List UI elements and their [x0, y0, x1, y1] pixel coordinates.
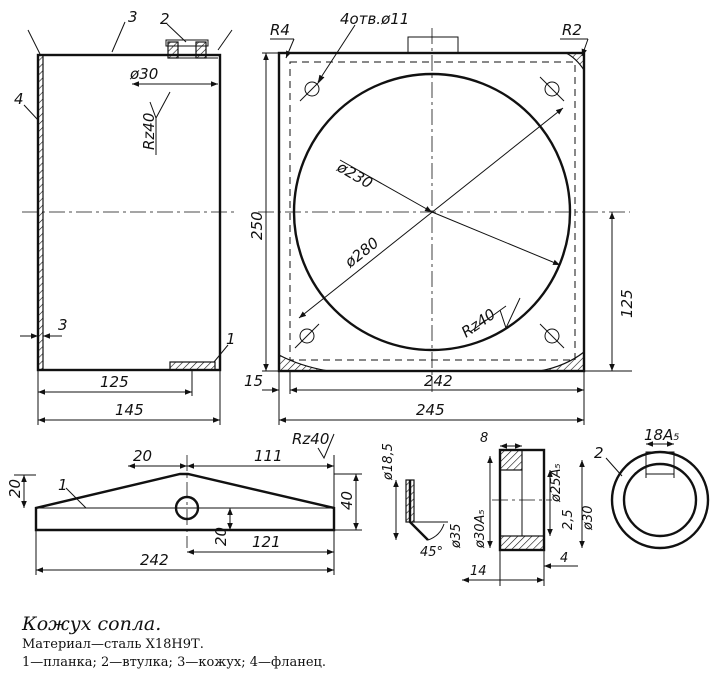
caption-title: Кожух сопла. — [22, 613, 162, 635]
plank-dim-111: 111 — [254, 447, 283, 465]
front-top-lug — [407, 36, 459, 54]
plank-dim-20-top: 20 — [133, 447, 152, 465]
svg-text:Rz40: Rz40 — [140, 113, 158, 150]
callout-3: 3 — [128, 8, 138, 26]
bushing-dim-8: 8 — [480, 431, 488, 446]
bushing-section: 8 ø25A₅ ø30A₅ 2,5 ø30 14 4 — [462, 431, 596, 586]
bushing-dim-2-5: 2,5 — [561, 509, 576, 530]
caption-material: Материал—сталь Х18Н9Т. — [22, 637, 204, 652]
plank-dim-40: 40 — [338, 491, 356, 510]
end-view-d18a5: 18A₅ — [644, 426, 679, 444]
plank-dim-20-mid: 20 — [212, 527, 230, 546]
front-d280: ø280 — [341, 234, 383, 272]
front-corner-hatch-bl — [278, 354, 329, 372]
side-top-bushing — [165, 39, 218, 59]
bushing-dim-4: 4 — [560, 551, 568, 566]
callout-1-side: 1 — [226, 330, 236, 348]
front-dim-125: 125 — [618, 289, 636, 318]
svg-text:Rz40: Rz40 — [292, 430, 329, 448]
side-dim-d30: ø30 — [129, 65, 158, 83]
bushing-d25a5: ø25A₅ — [549, 463, 564, 503]
front-r2: R2 — [562, 21, 582, 39]
side-dim-145: 145 — [115, 401, 144, 419]
front-dim-250: 250 — [248, 211, 266, 240]
detail-d18-5: ø18,5 — [381, 443, 396, 481]
side-view: 3 2 4 1 ø30 Rz40 3 125 145 — [14, 8, 238, 425]
bushing-d30: ø30 — [581, 506, 596, 532]
side-flange-wall — [37, 54, 44, 371]
front-corner-hatch-br — [539, 350, 585, 372]
side-dim-3: 3 — [58, 316, 68, 334]
front-dim-15: 15 — [244, 372, 263, 390]
detail-a45: 45° — [420, 545, 443, 560]
front-roughness-rz40: Rz40 — [458, 297, 521, 341]
plank-view: 1 Rz40 20 111 20 40 20 121 242 — [6, 430, 362, 575]
detail-d35: ø35 — [449, 524, 464, 550]
plank-dim-20-left: 20 — [6, 479, 24, 498]
side-bottom-plank — [169, 361, 216, 371]
bushing-dim-14: 14 — [470, 564, 487, 579]
front-dim-245: 245 — [416, 401, 445, 419]
plank-callout-1: 1 — [58, 476, 68, 494]
callout-4: 4 — [14, 90, 24, 108]
side-roughness-rz40: Rz40 — [140, 91, 171, 155]
plank-dim-242: 242 — [140, 551, 169, 569]
front-view: 4отв.ø11 R4 R2 ø230 ø280 Rz40 250 125 15… — [244, 10, 636, 425]
flange-edge-detail: ø18,5 ø35 45° — [381, 443, 464, 560]
front-inner-dashed — [289, 61, 576, 361]
front-dim-242: 242 — [424, 372, 453, 390]
front-corner-hatch-tr — [565, 52, 585, 72]
bushing-d30a5: ø30A₅ — [473, 509, 488, 549]
figure-caption: Кожух сопла. Материал—сталь Х18Н9Т. 1—пл… — [22, 612, 702, 672]
end-view-callout-2: 2 — [594, 444, 604, 462]
front-holes-label: 4отв.ø11 — [340, 10, 409, 28]
bushing-end-view: 18A₅ 2 — [594, 426, 710, 550]
front-d230: ø230 — [333, 157, 376, 192]
caption-legend: 1—планка; 2—втулка; 3—кожух; 4—фланец. — [22, 655, 327, 670]
side-dim-125: 125 — [100, 373, 129, 391]
plank-dim-121: 121 — [252, 533, 281, 551]
front-r4: R4 — [270, 21, 290, 39]
callout-2-top: 2 — [160, 10, 170, 28]
front-bolt-holes — [294, 76, 565, 349]
plank-roughness-rz40: Rz40 — [292, 430, 335, 460]
